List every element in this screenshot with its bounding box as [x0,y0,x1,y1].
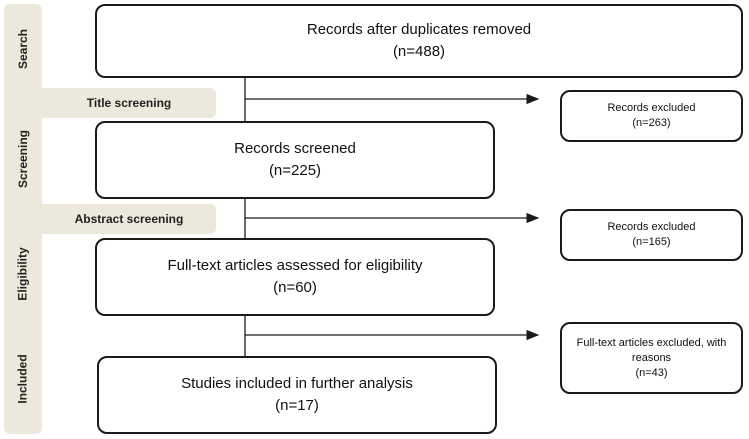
box-records-screened: Records screened (n=225) [95,121,495,199]
studies-included-count: (n=17) [275,397,319,414]
duplicates-removed-label: Records after duplicates removed [306,21,532,38]
records-screened-label: Records screened [234,140,356,157]
records-screened-count: (n=225) [268,162,322,179]
excluded-fulltext-count: (n=43) [635,366,668,379]
excluded-fulltext-label-2: reasons [631,351,672,364]
stage-band [4,4,42,434]
abstract-screening-tag: Abstract screening [42,204,216,234]
excluded-abstract-count: (n=165) [632,236,671,248]
title-screening-label: Title screening [86,96,172,110]
excluded-fulltext-label-1: Full-text articles excluded, with [576,336,727,349]
fulltext-assessed-count: (n=60) [273,279,317,296]
box-excluded-title: Records excluded (n=263) [560,90,743,142]
box-studies-included: Studies included in further analysis (n=… [97,356,497,434]
duplicates-removed-count: (n=488) [392,43,446,60]
excluded-abstract-label: Records excluded [607,221,696,233]
excluded-title-label: Records excluded [607,102,696,114]
box-excluded-abstract: Records excluded (n=165) [560,209,743,261]
excluded-title-count: (n=263) [632,117,671,129]
abstract-screening-label: Abstract screening [74,212,184,226]
box-excluded-fulltext: Full-text articles excluded, with reason… [560,322,743,394]
studies-included-label: Studies included in further analysis [181,375,413,392]
box-duplicates-removed: Records after duplicates removed (n=488) [95,4,743,78]
fulltext-assessed-label: Full-text articles assessed for eligibil… [167,257,423,274]
title-screening-tag: Title screening [42,88,216,118]
box-fulltext-assessed: Full-text articles assessed for eligibil… [95,238,495,316]
